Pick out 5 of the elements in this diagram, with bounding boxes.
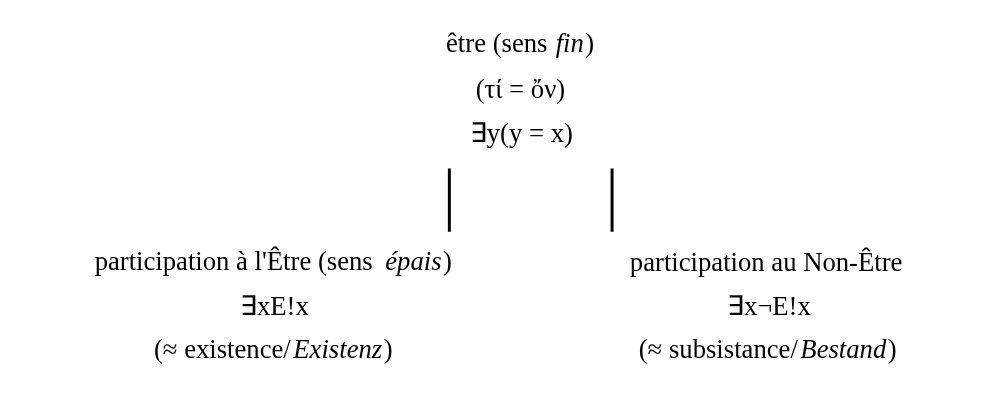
node-text: participation à l'Être (sens épais) ∃xE!x (≈ existence/Existenz) [94, 245, 452, 365]
connector [447, 168, 451, 232]
connector [610, 168, 614, 232]
node-text: être (sens fin) (τί = ὄν) ∃y(y = x) [446, 27, 595, 149]
node-text: participation au Non-Être ∃x¬E!x (≈ subsistance/Bestand) [629, 247, 903, 365]
